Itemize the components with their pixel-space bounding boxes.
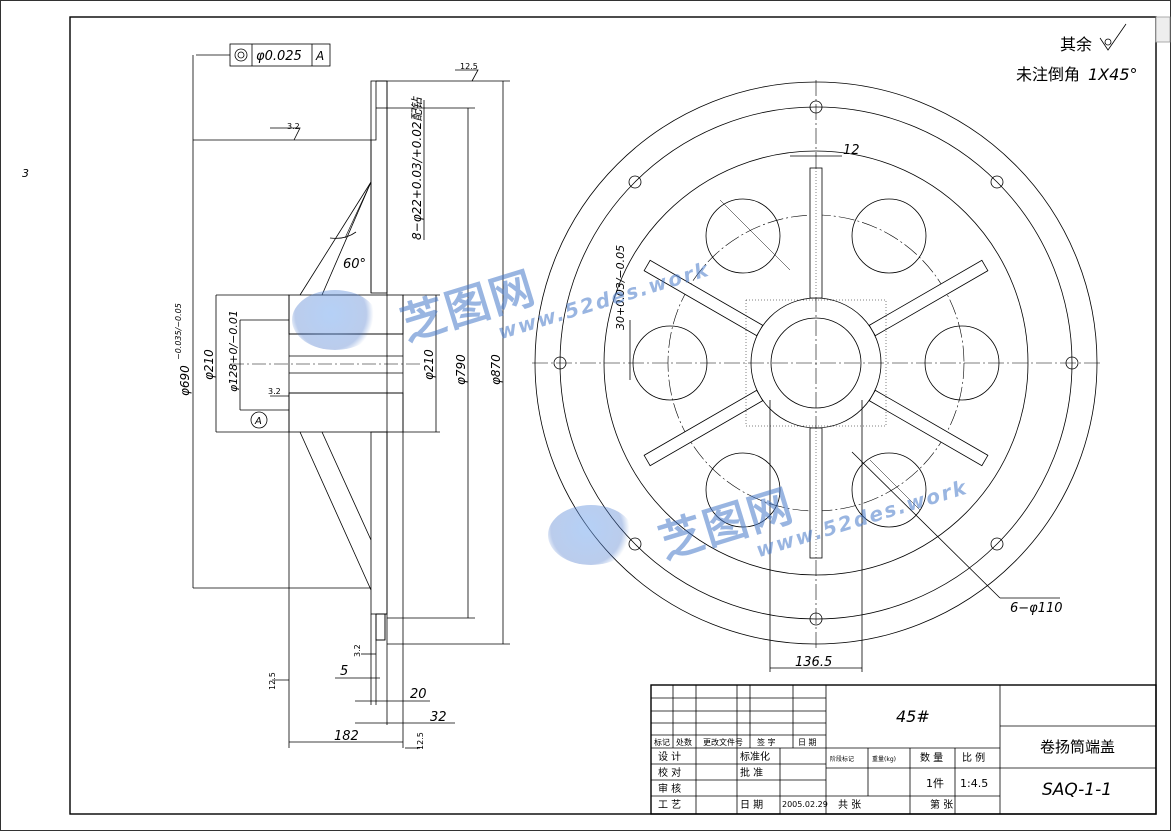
roughness-bore: 3.2 [268,387,281,396]
sheet-label: 第 张 [930,798,953,811]
approve-label: 批 准 [740,766,763,779]
dim-slot-12: 12 [843,143,860,158]
process-label: 工 艺 [658,799,681,811]
datum-marker [250,411,268,429]
tolerance-value: φ0.025 [256,49,302,64]
front-view [532,80,1100,672]
header-cell-5: 日 期 [798,738,817,747]
title-block [650,684,1157,815]
roughness-top-flange: 12.5 [460,62,478,71]
stage-label: 阶段标记 [830,755,854,763]
drawing-number: SAQ-1-1 [1042,780,1112,800]
drawing-frame [69,16,1157,815]
chamfer-label: 未注倒角 [1016,65,1080,84]
corner-tab [1155,16,1171,43]
dim-d870: φ870 [489,354,503,385]
datum-label: A [254,416,262,427]
qty-value: 1件 [926,777,944,790]
dim-d210-right: φ210 [422,349,436,380]
roughness-left-bottom: 12.5 [268,672,277,690]
tolerance-datum: A [315,49,324,63]
dim-d210-left: φ210 [202,349,216,380]
dim-d790: φ790 [454,354,468,385]
geometric-tolerance-frame [229,43,331,67]
header-cell-4: 签 字 [757,737,776,747]
header-cell-1: 标记 [654,737,670,747]
dim-30: 30+0.03/−0.05 [614,245,627,330]
check-label: 校 对 [658,766,681,779]
dim-od-690: φ690 [178,365,192,396]
dim-136-5: 136.5 [795,655,832,670]
total-sheets-label: 共 张 [838,799,861,811]
scale-value: 1:4.5 [960,777,988,790]
dim-holes-6: 6−φ110 [1010,601,1063,616]
dim-od-690-tol: −0.035/−0.05 [174,303,183,360]
material: 45# [896,707,930,726]
scale-label: 比 例 [962,751,985,764]
roughness-right-bottom: 12.5 [416,732,425,750]
section-view [192,54,510,749]
date-label: 日 期 [740,799,763,811]
header-cell-3: 更改文件号 [703,737,743,747]
side-marker: 3 [22,167,29,180]
dim-w5: 5 [340,664,348,679]
roughness-left-face: 3.2 [287,122,300,131]
weight-label: 重量(kg) [872,755,896,763]
roughness-bottom-small: 3.2 [353,644,362,657]
date-value: 2005.02.29 [782,800,828,809]
watermark-logo-1 [292,290,378,350]
dim-w20: 20 [410,687,427,702]
watermark-logo-2 [548,505,634,565]
roughness-symbol-icon [1099,23,1127,51]
dim-bore-128: φ128+0/−0.01 [227,310,240,392]
standard-label: 标准化 [740,750,770,763]
header-cell-2: 处数 [676,737,692,747]
dim-angle: 60° [343,257,366,272]
part-name: 卷扬筒端盖 [1040,738,1115,756]
dim-w182: 182 [334,729,359,744]
design-label: 设 计 [658,750,681,763]
qty-label: 数 量 [920,751,943,764]
dim-w32: 32 [430,710,447,725]
review-label: 审 核 [658,782,681,795]
dim-bolt-holes: 8−φ22+0.03/+0.02配钻 [410,96,424,240]
chamfer-value: 1X45° [1088,65,1138,84]
roughness-other-label: 其余 [1060,35,1092,54]
